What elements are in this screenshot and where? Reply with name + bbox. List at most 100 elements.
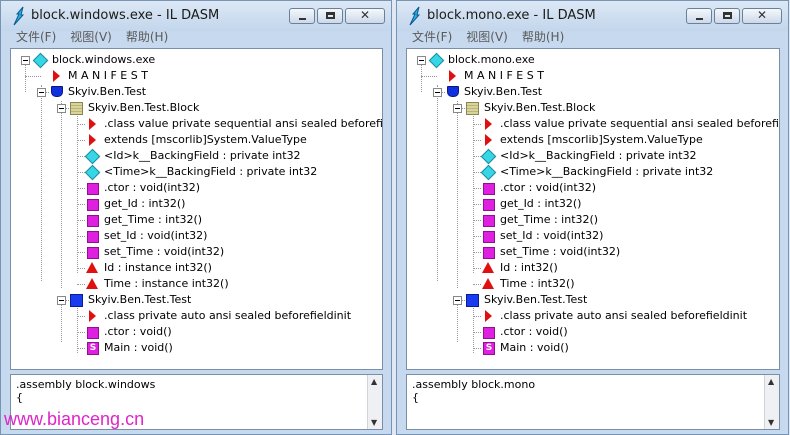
menu-view[interactable]: 视图(V): [466, 30, 508, 44]
maximize-button[interactable]: [714, 8, 740, 24]
title-bar[interactable]: block.mono.exe - IL DASM✕: [397, 1, 788, 31]
tree-node[interactable]: Id : instance int32(): [85, 260, 212, 276]
tree-collapse-toggle[interactable]: [453, 296, 462, 305]
tree-node[interactable]: <Time>k__BackingField : private int32: [85, 164, 317, 180]
menu-file[interactable]: 文件(F): [16, 30, 57, 44]
tree-node[interactable]: set_Id : void(int32): [481, 228, 603, 244]
tree-node[interactable]: Main : void(): [85, 340, 173, 356]
tree-node[interactable]: get_Time : int32(): [85, 212, 202, 228]
tree-node[interactable]: <Id>k__BackingField : private int32: [85, 148, 301, 164]
tree-collapse-toggle[interactable]: [433, 88, 442, 97]
maximize-icon: [326, 12, 335, 19]
tree-node[interactable]: .class private auto ansi sealed beforefi…: [85, 308, 351, 324]
maximize-button[interactable]: [317, 8, 343, 24]
tree-node[interactable]: set_Time : void(int32): [85, 244, 224, 260]
tree-node[interactable]: get_Time : int32(): [481, 212, 598, 228]
tree-node[interactable]: set_Time : void(int32): [481, 244, 620, 260]
tree-node-label: get_Id : int32(): [500, 197, 582, 210]
tree-node[interactable]: Time : int32(): [481, 276, 575, 292]
scroll-down-icon[interactable]: ▼: [768, 418, 775, 427]
tree-node-label: set_Time : void(int32): [500, 245, 621, 258]
tree-connector-line: [61, 101, 62, 288]
il-text-pane[interactable]: .assembly block.mono {▲▼: [406, 374, 780, 430]
tree-connector-line: [473, 156, 481, 157]
tree-node-label: Time : int32(): [500, 277, 575, 290]
tree-node[interactable]: <Id>k__BackingField : private int32: [481, 148, 697, 164]
tree-connector-line: [77, 140, 85, 141]
tree-node[interactable]: Skyiv.Ben.Test: [49, 84, 146, 100]
tree-connector-line: [421, 76, 437, 77]
tree-node[interactable]: block.mono.exe: [429, 52, 535, 68]
tree-node-label: <Id>k__BackingField : private int32: [104, 149, 301, 162]
tree-node[interactable]: .class value private sequential ansi sea…: [85, 116, 382, 132]
tree-node[interactable]: Skyiv.Ben.Test.Test: [465, 292, 587, 308]
tree-connector-line: [41, 85, 42, 281]
tree-node[interactable]: Time : instance int32(): [85, 276, 229, 292]
close-button[interactable]: ✕: [345, 8, 385, 24]
tree-node[interactable]: Skyiv.Ben.Test.Block: [465, 100, 595, 116]
vertical-scrollbar[interactable]: ▲▼: [367, 375, 382, 429]
tree-connector-line: [473, 348, 481, 349]
tree-node-label: Skyiv.Ben.Test: [68, 85, 147, 98]
tree-node[interactable]: Skyiv.Ben.Test.Block: [69, 100, 199, 116]
tree-node[interactable]: get_Id : int32(): [85, 196, 185, 212]
tree-node[interactable]: set_Id : void(int32): [85, 228, 207, 244]
tree-node[interactable]: block.windows.exe: [33, 52, 155, 68]
tree-node[interactable]: get_Id : int32(): [481, 196, 581, 212]
menu-view[interactable]: 视图(V): [70, 30, 112, 44]
tree-collapse-toggle[interactable]: [417, 56, 426, 65]
close-button[interactable]: ✕: [742, 8, 782, 24]
tree-node[interactable]: extends [mscorlib]System.ValueType: [481, 132, 703, 148]
tree-connector-line: [77, 316, 85, 317]
scroll-up-icon[interactable]: ▲: [371, 377, 378, 386]
tree-node-label: Skyiv.Ben.Test: [464, 85, 543, 98]
il-text-pane[interactable]: .assembly block.windows {▲▼: [10, 374, 383, 430]
tree-node[interactable]: .ctor : void(): [481, 324, 568, 340]
tree-node[interactable]: Id : int32(): [481, 260, 558, 276]
tree-node-label: .ctor : void(int32): [104, 181, 201, 194]
tree-node[interactable]: M A N I F E S T: [49, 68, 148, 84]
minimize-button[interactable]: [289, 8, 315, 24]
tree-connector-line: [77, 172, 85, 173]
tree-node[interactable]: .ctor : void(int32): [481, 180, 596, 196]
title-bar[interactable]: block.windows.exe - IL DASM✕: [1, 1, 391, 31]
tree-connector-line: [77, 284, 85, 285]
tree-node[interactable]: extends [mscorlib]System.ValueType: [85, 132, 307, 148]
tree-node-label: block.mono.exe: [448, 53, 535, 66]
tree-node[interactable]: <Time>k__BackingField : private int32: [481, 164, 713, 180]
method-icon: [481, 245, 495, 259]
tree-node[interactable]: Skyiv.Ben.Test.Test: [69, 292, 191, 308]
tree-node[interactable]: Main : void(): [481, 340, 569, 356]
tree-connector-line: [473, 284, 481, 285]
menu-help[interactable]: 帮助(H): [125, 30, 169, 44]
tree-collapse-toggle[interactable]: [453, 104, 462, 113]
window-controls: ✕: [289, 8, 385, 24]
minimize-button[interactable]: [686, 8, 712, 24]
menu-help[interactable]: 帮助(H): [521, 30, 565, 44]
tree-collapse-toggle[interactable]: [57, 296, 66, 305]
tree-node[interactable]: .class private auto ansi sealed beforefi…: [481, 308, 747, 324]
tree-node[interactable]: .ctor : void(): [85, 324, 172, 340]
static-method-icon: [85, 341, 99, 355]
tree-node[interactable]: .class value private sequential ansi sea…: [481, 116, 779, 132]
tree-node[interactable]: .ctor : void(int32): [85, 180, 200, 196]
tree-node[interactable]: M A N I F E S T: [445, 68, 544, 84]
tree-node[interactable]: Skyiv.Ben.Test: [445, 84, 542, 100]
tree-collapse-toggle[interactable]: [21, 56, 30, 65]
tree-collapse-toggle[interactable]: [37, 88, 46, 97]
diamond-icon: [481, 149, 495, 163]
scroll-down-icon[interactable]: ▼: [371, 418, 378, 427]
tree-collapse-toggle[interactable]: [57, 104, 66, 113]
ildasm-app-icon[interactable]: [407, 6, 423, 26]
tree-connector-line: [473, 188, 481, 189]
tree-node-label: M A N I F E S T: [68, 69, 148, 82]
menu-file[interactable]: 文件(F): [412, 30, 453, 44]
scroll-up-icon[interactable]: ▲: [768, 377, 775, 386]
maximize-icon: [723, 12, 732, 19]
tree-connector-line: [457, 101, 458, 288]
minimize-icon: [299, 18, 306, 20]
ildasm-app-icon[interactable]: [11, 6, 27, 26]
vertical-scrollbar[interactable]: ▲▼: [764, 375, 779, 429]
